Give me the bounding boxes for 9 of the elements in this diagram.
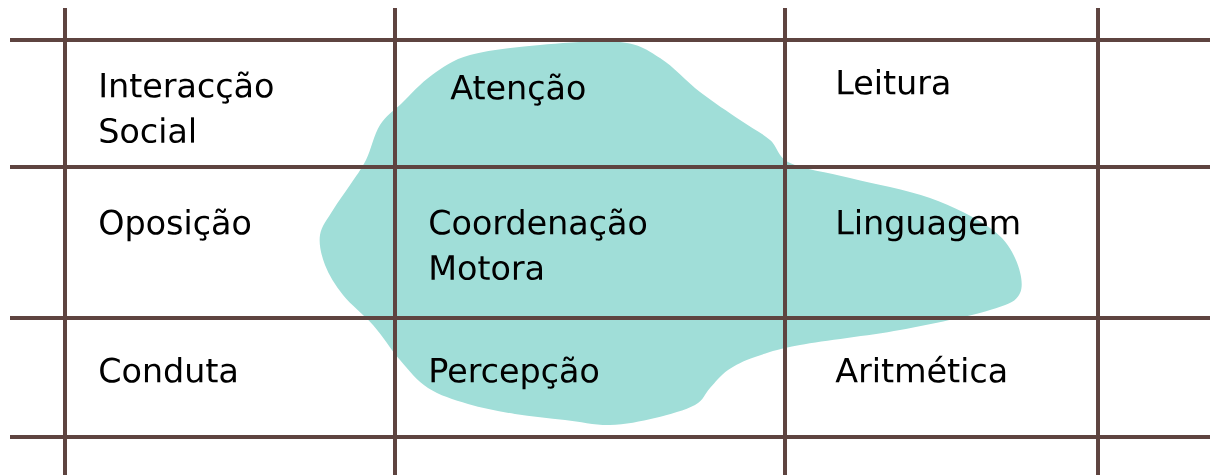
cell-text: Atenção [450, 73, 585, 106]
cell-text: Aritmética [835, 355, 1006, 383]
cell-text: Percepção [431, 356, 598, 390]
cell-text: Coordenação Motora [430, 208, 647, 281]
cell-text: Interacção Social [100, 71, 273, 144]
cell-text: Leitura [838, 69, 949, 95]
cell-text: Linguagem [838, 209, 1019, 242]
cell-text: Conduta [100, 357, 236, 383]
cell-text: Oposição [100, 208, 251, 242]
